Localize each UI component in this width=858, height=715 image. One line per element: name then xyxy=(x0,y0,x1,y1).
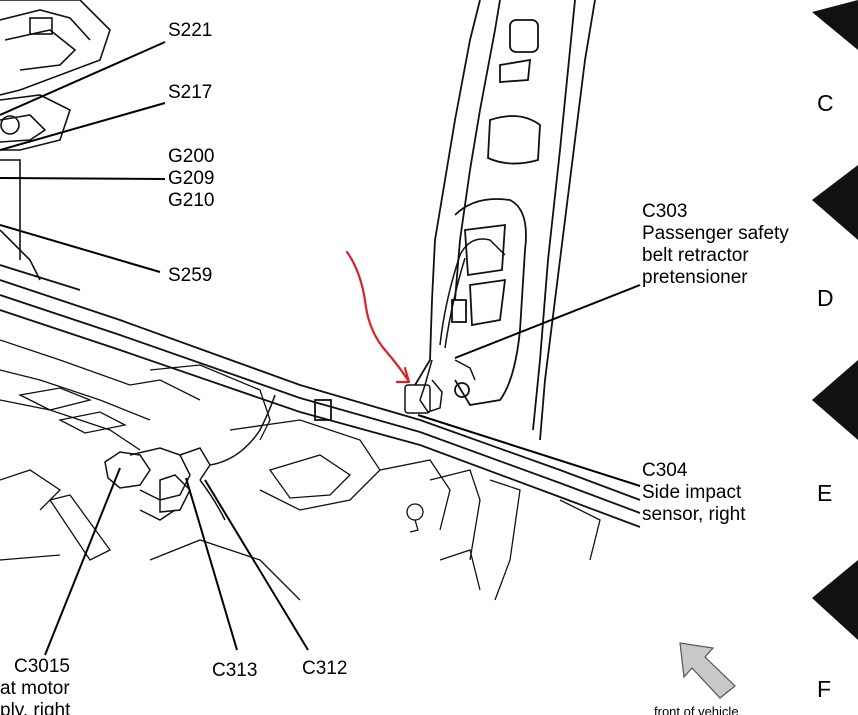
grid-letter-e: E xyxy=(817,480,833,506)
ground-g200: G200 xyxy=(168,146,215,167)
c304-desc-2: sensor, right xyxy=(642,504,746,525)
c303-desc-1: Passenger safety xyxy=(642,223,789,244)
c3015-desc-1: at motor xyxy=(0,678,70,699)
red-hand-drawn-arrow-icon xyxy=(345,250,411,384)
dash-assembly xyxy=(0,0,111,281)
c3015-id: C3015 xyxy=(14,656,70,677)
ground-g210: G210 xyxy=(168,190,215,211)
b-pillar xyxy=(414,0,596,441)
leader-lines xyxy=(0,41,641,656)
grid-letter-d: D xyxy=(817,285,834,311)
retractor-harness xyxy=(404,238,506,414)
arrow-up-left-icon xyxy=(679,642,736,699)
c303-desc-2: belt retractor xyxy=(642,245,749,266)
ground-group-label: G200 G209 G210 xyxy=(168,146,214,212)
rocker-sill xyxy=(0,264,641,528)
page-tab-markers xyxy=(812,0,858,640)
connector-c312-label: C312 xyxy=(302,658,348,679)
front-of-vehicle-label: front of vehicle xyxy=(654,704,739,715)
c3015-desc-2: ply, right xyxy=(0,700,71,715)
grid-letter-f: F xyxy=(817,676,832,702)
grid-letter-c: C xyxy=(817,90,834,116)
splice-s221-label: S221 xyxy=(168,20,213,41)
c303-id: C303 xyxy=(642,201,688,222)
c304-desc-1: Side impact xyxy=(642,482,742,503)
connector-c304-label: C304 Side impact sensor, right xyxy=(642,460,746,526)
seat-connectors xyxy=(104,394,276,521)
connector-c313-label: C313 xyxy=(212,660,258,681)
c303-desc-3: pretensioner xyxy=(642,267,748,288)
connector-c3015-label: C3015 at motor ply, right xyxy=(0,656,70,715)
c304-id: C304 xyxy=(642,460,688,481)
splice-s217-label: S217 xyxy=(168,82,213,103)
floor-pan xyxy=(0,339,601,601)
connector-c303-label: C303 Passenger safety belt retractor pre… xyxy=(642,201,789,289)
ground-g209: G209 xyxy=(168,168,215,189)
splice-s259-label: S259 xyxy=(168,265,213,286)
